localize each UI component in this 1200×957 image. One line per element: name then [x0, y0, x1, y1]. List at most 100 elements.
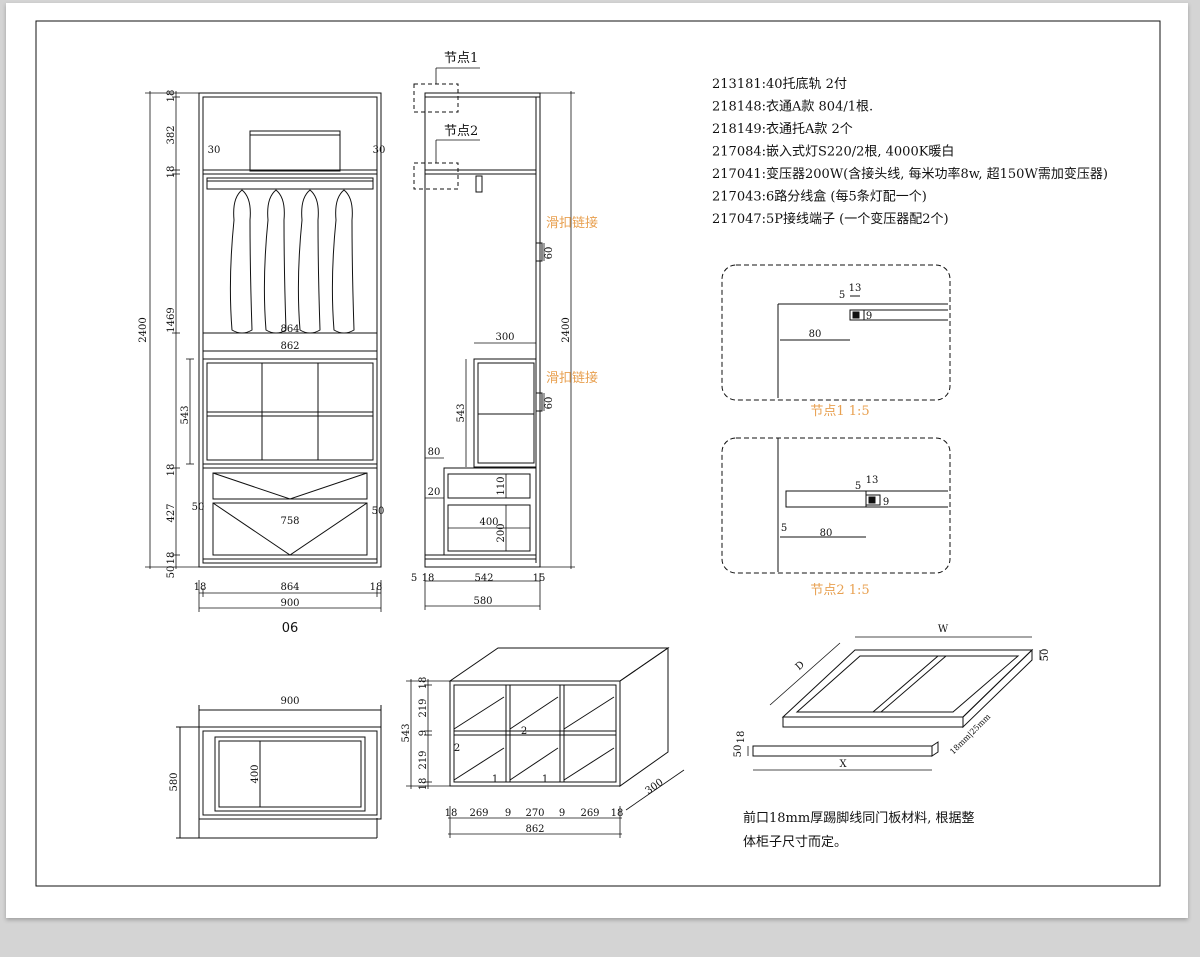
- front-dim-w864: 864: [280, 582, 299, 593]
- front-dim-top-18: 18: [166, 90, 177, 103]
- grid-dim-c2a: 2: [454, 743, 460, 754]
- side-dim-d580: 580: [473, 596, 492, 607]
- grid-dim-h18b: 18: [418, 778, 429, 791]
- hardware-note-item: 217041:变压器200W(含接头线, 每米功率8w, 超150W需加变压器): [712, 166, 1108, 182]
- grid-dim-h543: 543: [401, 723, 412, 742]
- baseboard-note-line1: 前口18mm厚踢脚线同门板材料, 根据整: [743, 810, 974, 826]
- node2-callout: 节点2: [444, 124, 478, 139]
- side-dim-b15: 15: [533, 573, 546, 584]
- side-dim-d542: 542: [474, 573, 493, 584]
- node2-dim-5: 5: [855, 481, 861, 492]
- side-elevation-view: [424, 92, 543, 568]
- front-dim-drawer-50a: 50: [192, 502, 205, 513]
- kick-dim-18: 18: [736, 731, 747, 744]
- top-storage-box: [249, 130, 341, 172]
- front-dim-w864-inner: 864: [280, 324, 299, 335]
- front-dim-w900: 900: [280, 598, 299, 609]
- grid-dim-c1b: 1: [542, 774, 548, 785]
- grid-dim-w18b: 18: [611, 808, 624, 819]
- side-dim-d300: 300: [495, 332, 514, 343]
- plan-dim-d580: 580: [169, 772, 180, 791]
- grid-dim-w269a: 269: [469, 808, 488, 819]
- side-dim-d20: 20: [428, 487, 441, 498]
- grid-dim-c2b: 2: [521, 726, 527, 737]
- node2-detail-title: 节点2 1:5: [810, 583, 869, 598]
- node2-dim-9: 9: [883, 497, 889, 508]
- front-dim-drawer-758: 758: [280, 516, 299, 527]
- node1-callout: 节点1: [444, 51, 478, 66]
- hinge-lower: [535, 392, 543, 412]
- hardware-note-item: 217084:嵌入式灯S220/2根, 4000K暖白: [712, 144, 954, 160]
- node2-dim-5b: 5: [781, 523, 787, 534]
- drawing-border: [35, 20, 1161, 887]
- frame-dim-18mm-25mm: 18mm|25mm: [948, 712, 992, 756]
- front-dim-box-382: 382: [166, 125, 177, 144]
- node1-dim-80: 80: [809, 329, 822, 340]
- side-grid-box: [473, 358, 537, 468]
- technical-drawing: 2400 18 382 18 1469 543 18 427 50 18 18 …: [35, 20, 1161, 887]
- front-dim-w862: 862: [280, 341, 299, 352]
- front-dim-drawer-50b: 50: [372, 506, 385, 517]
- node1-dim-13: 13: [849, 283, 862, 294]
- frame-dim-X: X: [839, 759, 847, 770]
- grid-dim-w18a: 18: [445, 808, 458, 819]
- base-frame-isometric: [752, 648, 1034, 757]
- side-dim-hinge-60b: 60: [544, 397, 555, 410]
- front-dim-mid-18: 18: [166, 166, 177, 179]
- side-dim-h110: 110: [496, 476, 507, 495]
- grid-dim-h219a: 219: [418, 698, 429, 717]
- front-drawer-upper: [212, 472, 368, 500]
- hanging-garments: [229, 189, 355, 334]
- front-dim-total-height: 2400: [138, 317, 149, 342]
- side-drawer-box: [443, 467, 537, 556]
- node1-dim-9: 9: [866, 311, 872, 322]
- plan-dim-i400: 400: [250, 764, 261, 783]
- grid-dim-w862: 862: [525, 824, 544, 835]
- front-dim-w18a: 18: [194, 582, 207, 593]
- hardware-note-item: 217047:5P接线端子 (一个变压器配2个): [712, 211, 949, 227]
- front-dim-hang-1469: 1469: [166, 307, 177, 332]
- grid-dim-h219b: 219: [418, 750, 429, 769]
- plan-dim-w900: 900: [280, 696, 299, 707]
- front-drawer-lower: [212, 502, 368, 556]
- hardware-note-item: 217043:6路分线盒 (每5条灯配一个): [712, 189, 927, 205]
- hinge-upper: [535, 242, 543, 262]
- front-view-number: 06: [282, 621, 299, 636]
- hinge-label-upper: 滑扣链接: [546, 215, 598, 231]
- node2-dim-80: 80: [820, 528, 833, 539]
- side-dim-b5: 5: [411, 573, 417, 584]
- front-dim-rail-30b: 30: [373, 145, 386, 156]
- grid-dim-w9b: 9: [559, 808, 565, 819]
- grid-cabinet-isometric: [448, 647, 670, 787]
- side-dim-h2400: 2400: [561, 317, 572, 342]
- grid-dim-w269b: 269: [580, 808, 599, 819]
- grid-dim-h9: 9: [418, 730, 429, 736]
- frame-dim-D: D: [794, 659, 807, 673]
- grid-dim-c1a: 1: [492, 774, 498, 785]
- plan-view: [176, 705, 382, 839]
- grid-dim-w9a: 9: [505, 808, 511, 819]
- side-dim-h200: 200: [496, 523, 507, 542]
- front-dim-base-18: 18: [166, 552, 177, 565]
- front-grid-cubbies: [202, 358, 378, 465]
- side-dim-hinge-60a: 60: [544, 247, 555, 260]
- side-dim-d400: 400: [479, 517, 498, 528]
- front-dim-w18b: 18: [370, 582, 383, 593]
- hardware-note-item: 213181:40托底轨 2付: [712, 76, 847, 92]
- side-dim-d80: 80: [428, 447, 441, 458]
- front-elevation-view: [198, 92, 382, 568]
- frame-dim-h50: 50: [1040, 649, 1051, 662]
- kick-dim-50: 50: [733, 745, 744, 758]
- front-dim-grid-543: 543: [180, 405, 191, 424]
- side-dim-b18: 18: [422, 573, 435, 584]
- grid-dim-w270: 270: [525, 808, 544, 819]
- grid-dim-h18a: 18: [418, 677, 429, 690]
- hardware-note-item: 218148:衣通A款 804/1根.: [712, 99, 873, 115]
- node2-detail: 5 13 80 5 9 节点2 1:5: [721, 437, 951, 598]
- node1-detail: 5 13 80 9 节点1 1:5: [721, 264, 951, 419]
- front-dim-rail-30a: 30: [208, 145, 221, 156]
- front-dim-base-50: 50: [166, 566, 177, 579]
- hinge-label-lower: 滑扣链接: [546, 370, 598, 386]
- hanging-rail: [206, 177, 374, 190]
